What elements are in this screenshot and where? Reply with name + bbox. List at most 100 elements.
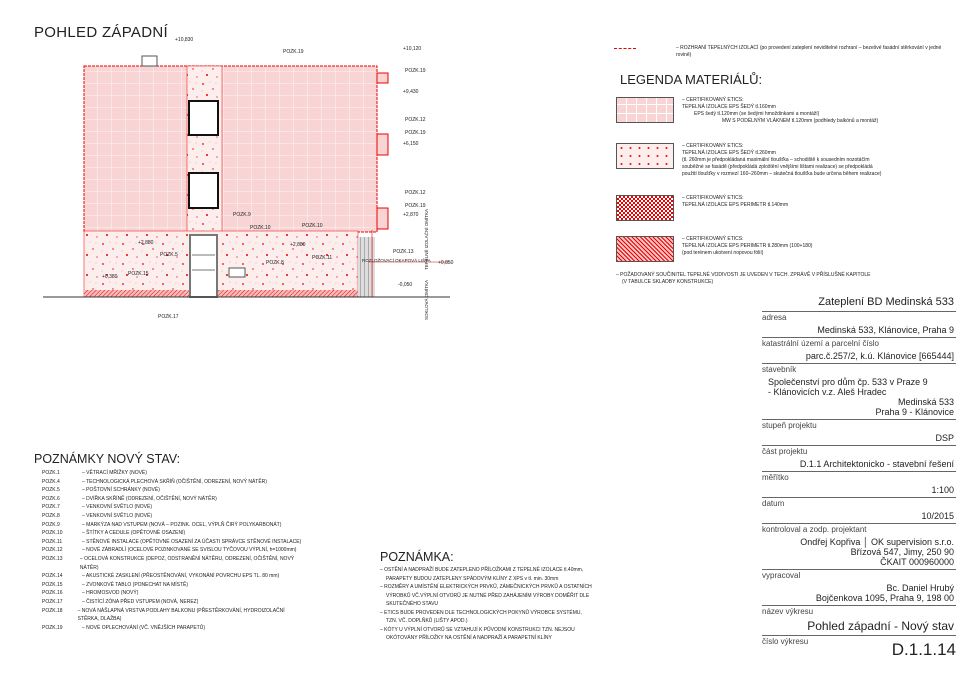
note-item: POZK.5 – POŠTOVNÍ SCHRÁNKY (NOVÉ) (42, 486, 302, 495)
boundary-note: – ROZHRANÍ TEPELNÝCH IZOLACÍ (po provede… (676, 45, 942, 58)
svg-text:POZK.12: POZK.12 (405, 190, 426, 196)
note-item: POZK.15 – ZVONKOVÉ TABLO (PONECHAT NA MÍS… (42, 581, 302, 590)
note-item: POZK.12 – NOVÉ ZÁBRADLÍ (OCELOVÉ POZINKOV… (42, 546, 302, 555)
svg-text:TEPELNĚ IZOLAČNÍ OMÍTKA: TEPELNĚ IZOLAČNÍ OMÍTKA (422, 209, 429, 270)
remark-line: – KÓTY U VÝPLNÍ OTVORŮ SE VZTAHUJÍ K PŮV… (380, 626, 575, 633)
svg-text:POZK.12: POZK.12 (405, 117, 426, 123)
note-code: POZK.19 (42, 624, 63, 631)
svg-text:POZK.8: POZK.8 (266, 260, 284, 266)
plinth-zone (83, 230, 359, 298)
note-code: POZK.15 (42, 581, 63, 588)
note-code: POZK.1 (42, 470, 60, 476)
note-text: – POŠTOVNÍ SCHRÁNKY (NOVÉ) (82, 487, 160, 494)
svg-text:POZK.5: POZK.5 (160, 252, 178, 258)
note-code: POZK.12 (42, 547, 63, 554)
note-item: POZK.14 – AKUSTICKÉ ZASKLENÍ (PŘEOSTĚNOVÁ… (42, 572, 302, 581)
remark-line: OKÓTOVÁNY PŘÍLOŽKY NA OSTĚNÍ A NADPRAŽÍ … (386, 635, 552, 641)
note-text: – DVÍŘKA SKŘÍNĚ (ODREZENÍ, OČIŠTĚNÍ, NOV… (82, 495, 217, 502)
legend-footnote: – POŽADOVANÝ SOUČINITEL TEPELNÉ VODIVOST… (616, 272, 871, 285)
title-block: Zateplení BD Medinská 533 adresa Medinsk… (762, 296, 956, 659)
svg-text:POZK.15: POZK.15 (128, 271, 149, 277)
note-text: – VENKOVNÍ SVĚTLO (NOVÉ) (82, 512, 153, 519)
svg-text:POZK.11: POZK.11 (312, 255, 332, 261)
svg-text:POZK.17: POZK.17 (158, 314, 179, 320)
note-text: – VĚTRACÍ MŘÍŽKY (NOVÉ) (82, 470, 147, 476)
note-item: POZK.11 – STĚNOVÉ INSTALACE (OPĚTOVNÉ OSA… (42, 538, 302, 547)
svg-text:+0,380: +0,380 (102, 274, 118, 280)
note-item: POZK.1 – VĚTRACÍ MŘÍŽKY (NOVÉ) (42, 469, 302, 478)
svg-text:+10,830: +10,830 (175, 37, 193, 43)
note-item: POZK.8 – VENKOVNÍ SVĚTLO (NOVÉ) (42, 512, 302, 521)
note-text: – AKUSTICKÉ ZASKLENÍ (PŘEOSTĚNOVÁNÍ, VYK… (82, 573, 280, 580)
note-code: POZK.11 (42, 538, 63, 545)
note-text: – NOVÉ OPLECHOVÁNÍ (VČ. VNĚJŠÍCH PARAPET… (82, 624, 205, 631)
svg-text:POZK.19: POZK.19 (405, 203, 426, 209)
svg-text:+0,850: +0,850 (438, 260, 454, 266)
note-code: POZK.7 (42, 504, 60, 511)
svg-text:+9,430: +9,430 (403, 89, 419, 95)
note-item: POZK.7 – VENKOVNÍ SVĚTLO (NOVÉ) (42, 503, 302, 512)
remark-list: – OSTĚNÍ A NADPRAŽÍ BUDE ZATEPLENO PŘÍLO… (380, 566, 670, 643)
legend-item: – CERTIFIKOVANÝ ETICS:TEPELNÁ IZOLACE EP… (616, 143, 881, 178)
note-text: – HROMOSVOD (NOVÝ) (82, 590, 139, 597)
legend-title: LEGENDA MATERIÁLŮ: (620, 72, 763, 87)
note-text: – OCELOVÁ KONSTRUKCE (DEPOZ, ODSTRANĚNÍ … (79, 555, 295, 571)
note-item: POZK.10– ŠTÍTKY A CEDULE (OPĚTOVNÉ OSAZE… (42, 529, 302, 538)
upper-facade (83, 65, 378, 233)
note-item: POZK.9 – MARKÝZA NAD VSTUPEM (NOVÁ – POZI… (42, 521, 302, 530)
note-text: – STĚNOVÉ INSTALACE (OPĚTOVNÉ OSAZENÍ ZA… (82, 538, 302, 545)
legend-item: – CERTIFIKOVANÝ ETICS:TEPELNÁ IZOLACE EP… (616, 195, 788, 221)
remark-line: VÝROBKŮ VČ.VÝPLNÍ OTVORŮ JE NUTNÉ PŘED Z… (386, 592, 590, 599)
note-code: POZK.13 (42, 555, 63, 562)
note-code: POZK.6 (42, 495, 60, 502)
svg-text:ROZLOŽOVACÍ OKAPOVÁ LIŠTA: ROZLOŽOVACÍ OKAPOVÁ LIŠTA (362, 256, 431, 263)
note-code: POZK.4 (42, 478, 60, 485)
note-item: POZK.4– TECHNOLOGICKÁ PLECHOVÁ SKŘÍŇ (OČ… (42, 478, 302, 487)
note-text: – NOVÁ NÁŠLAPNÁ VRSTVA PODLAHY BALKONU (… (77, 607, 285, 623)
note-code: POZK.18 (42, 607, 63, 614)
note-text: – ŠTÍTKY A CEDULE (OPĚTOVNÉ OSAZENÍ) (82, 530, 186, 537)
notes-list: POZK.1 – VĚTRACÍ MŘÍŽKY (NOVÉ) POZK.4– TEC… (42, 469, 302, 632)
svg-text:POZK.19: POZK.19 (405, 130, 426, 136)
note-code: POZK.14 (42, 573, 63, 580)
window (188, 172, 219, 209)
remark-title: POZNÁMKA: (380, 550, 454, 564)
note-item: POZK.6 – DVÍŘKA SKŘÍNĚ (ODREZENÍ, OČIŠTĚN… (42, 495, 302, 504)
note-item: POZK.13 – OCELOVÁ KONSTRUKCE (DEPOZ, ODST… (42, 555, 302, 572)
remark-line: – ETICS BUDE PROVEDEN DLE TECHNOLOGICKÝC… (380, 609, 582, 616)
legend-item: – CERTIFIKOVANÝ ETICS:TEPELNÁ IZOLACE EP… (616, 236, 812, 262)
drawing-title: POHLED ZÁPADNÍ (34, 24, 168, 41)
remark-line: SKUTEČNÉHO STAVU (386, 601, 439, 607)
entrance-door (189, 234, 218, 298)
svg-text:POZK.10: POZK.10 (302, 223, 323, 229)
note-text: – NOVÉ ZÁBRADLÍ (OCELOVÉ POZINKOVANÉ SE … (82, 547, 297, 554)
note-item: POZK.18 – NOVÁ NÁŠLAPNÁ VRSTVA PODLAHY BA… (42, 607, 302, 624)
note-item: POZK.19 – NOVÉ OPLECHOVÁNÍ (VČ. VNĚJŠÍCH … (42, 624, 302, 633)
svg-text:POZK.19: POZK.19 (405, 68, 426, 74)
legend-item: – CERTIFIKOVANÝ ETICS:TEPELNÁ IZOLACE EP… (616, 97, 878, 125)
notes-title: POZNÁMKY NOVÝ STAV: (34, 452, 181, 466)
svg-text:-0,050: -0,050 (398, 282, 412, 288)
note-code: POZK.5 (42, 487, 60, 494)
note-text: – ČISTÍCÍ ZÓNA PŘED VSTUPEM (NOVÁ, NEREZ… (82, 598, 199, 605)
remark-line: – ROZMĚRY A UMÍSTĚNÍ ELEKTRICKÝCH PRVKŮ,… (380, 584, 592, 590)
svg-text:POZK.13: POZK.13 (393, 249, 414, 255)
svg-text:POZK.9: POZK.9 (233, 212, 251, 218)
note-text: – ZVONKOVÉ TABLO (PONECHAT NA MÍSTĚ) (82, 581, 189, 588)
svg-text:+2,870: +2,870 (403, 212, 419, 218)
remark-line: PARAPETY BUDOU ZATEPLENY SPÁDOVÝM KLÍNY … (386, 575, 559, 582)
note-code: POZK.9 (42, 521, 60, 528)
note-item: POZK.17 – ČISTÍCÍ ZÓNA PŘED VSTUPEM (NOVÁ… (42, 598, 302, 607)
svg-text:POZK.10: POZK.10 (250, 225, 271, 231)
remark-line: – OSTĚNÍ A NADPRAŽÍ BUDE ZATEPLENO PŘÍLO… (380, 567, 584, 573)
note-code: POZK.16 (42, 590, 63, 597)
note-text: – VENKOVNÍ SVĚTLO (NOVÉ) (82, 504, 153, 511)
note-text: – MARKÝZA NAD VSTUPEM (NOVÁ – POZINK. OC… (82, 521, 282, 528)
note-code: POZK.17 (42, 598, 63, 605)
note-code: POZK.8 (42, 512, 60, 519)
svg-text:SOKLOVÁ OMÍTKA: SOKLOVÁ OMÍTKA (423, 280, 429, 320)
svg-text:+2,880: +2,880 (138, 240, 154, 246)
remark-line: TZN. VČ. DOPLŇKŮ (LIŠTY APOD.) (386, 618, 468, 624)
elevation-drawing: +10,830 +10,120 +9,430 +6,150 +2,870 +2,… (43, 37, 454, 320)
svg-text:+6,150: +6,150 (403, 141, 419, 147)
